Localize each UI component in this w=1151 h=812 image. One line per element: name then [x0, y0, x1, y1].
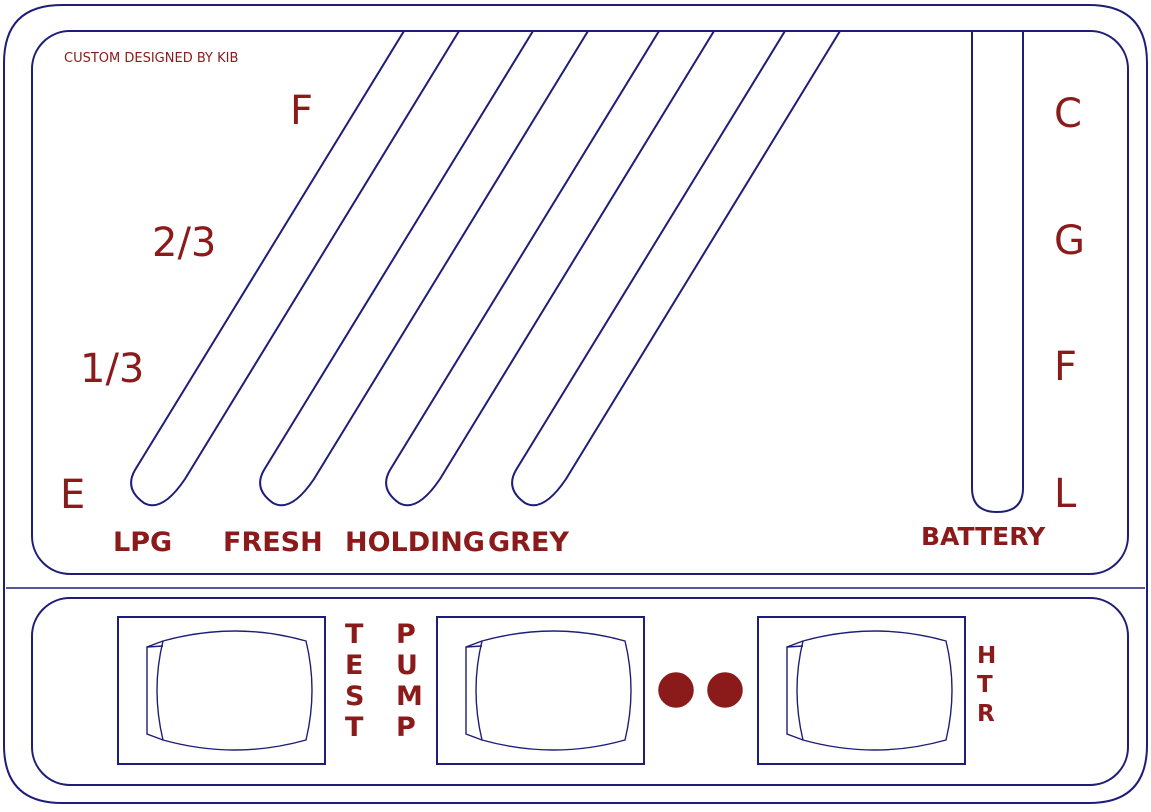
- pump-letter-2: U: [396, 650, 418, 681]
- fresh-tank-gauge: [259, 30, 590, 507]
- rocker-side: [465, 640, 483, 741]
- battery-scale-l: L: [1054, 471, 1077, 517]
- tank-label-fresh: FRESH: [223, 527, 323, 558]
- rocker-switch-test[interactable]: [117, 616, 326, 765]
- tank-scale: F 2/3 1/3 E: [60, 88, 313, 518]
- indicator-lamp-1: [658, 672, 694, 708]
- battery-gauge: C G F L BATTERY: [921, 30, 1085, 551]
- battery-scale-c: C: [1054, 91, 1082, 137]
- htr-letter-2: T: [977, 672, 993, 698]
- switch-bezel: [436, 616, 645, 765]
- rocker-outline: [796, 630, 953, 751]
- grey-tank-gauge: [511, 30, 842, 507]
- rocker-edge: [786, 645, 804, 648]
- pump-letter-1: P: [396, 619, 416, 650]
- gauge-panel: [31, 30, 1129, 575]
- test-letter-2: E: [345, 650, 363, 681]
- holding-tank-gauge: [385, 30, 716, 507]
- htr-letter-3: R: [977, 701, 995, 727]
- battery-scale-g: G: [1054, 218, 1085, 264]
- lpg-tank-gauge: [130, 30, 461, 507]
- rocker-edge: [465, 645, 483, 648]
- test-letter-4: T: [345, 712, 364, 743]
- outer-housing: [3, 4, 1148, 804]
- test-letter-1: T: [345, 619, 364, 650]
- tank-label-lpg: LPG: [113, 527, 172, 558]
- battery-scale-f: F: [1054, 344, 1077, 390]
- pump-letter-4: P: [396, 712, 416, 743]
- pump-letter-3: M: [396, 681, 423, 712]
- rocker-side: [146, 640, 164, 741]
- battery-label: BATTERY: [921, 522, 1046, 551]
- indicator-lamp-2: [707, 672, 743, 708]
- rocker-outline: [156, 630, 313, 751]
- scale-empty-label: E: [60, 472, 85, 518]
- rocker-edge: [146, 645, 164, 648]
- scale-two-thirds-label: 2/3: [152, 220, 216, 266]
- rocker-outline: [475, 630, 632, 751]
- switch-label-pump: P U M P: [396, 619, 423, 743]
- tank-label-holding: HOLDING: [345, 527, 485, 558]
- panel-housing: [3, 4, 1148, 804]
- battery-tube: [971, 30, 1024, 514]
- credit-text: CUSTOM DESIGNED BY KIB: [64, 51, 238, 66]
- rocker-switch-pump[interactable]: [436, 616, 645, 765]
- switch-bezel: [117, 616, 326, 765]
- switch-label-test: T E S T: [345, 619, 364, 743]
- switch-label-htr: H T R: [977, 643, 996, 727]
- switch-bezel: [757, 616, 966, 765]
- scale-full-label: F: [290, 88, 313, 134]
- switch-panel: [31, 597, 1129, 786]
- test-letter-3: S: [345, 681, 364, 712]
- tank-gauges: [130, 30, 842, 507]
- tank-labels: LPG FRESH HOLDING GREY: [113, 527, 569, 558]
- indicator-lamps: [658, 672, 743, 708]
- tank-label-grey: GREY: [488, 527, 569, 558]
- htr-letter-1: H: [977, 643, 996, 669]
- scale-one-third-label: 1/3: [80, 346, 144, 392]
- rocker-switch-htr[interactable]: [757, 616, 966, 765]
- rocker-side: [786, 640, 804, 741]
